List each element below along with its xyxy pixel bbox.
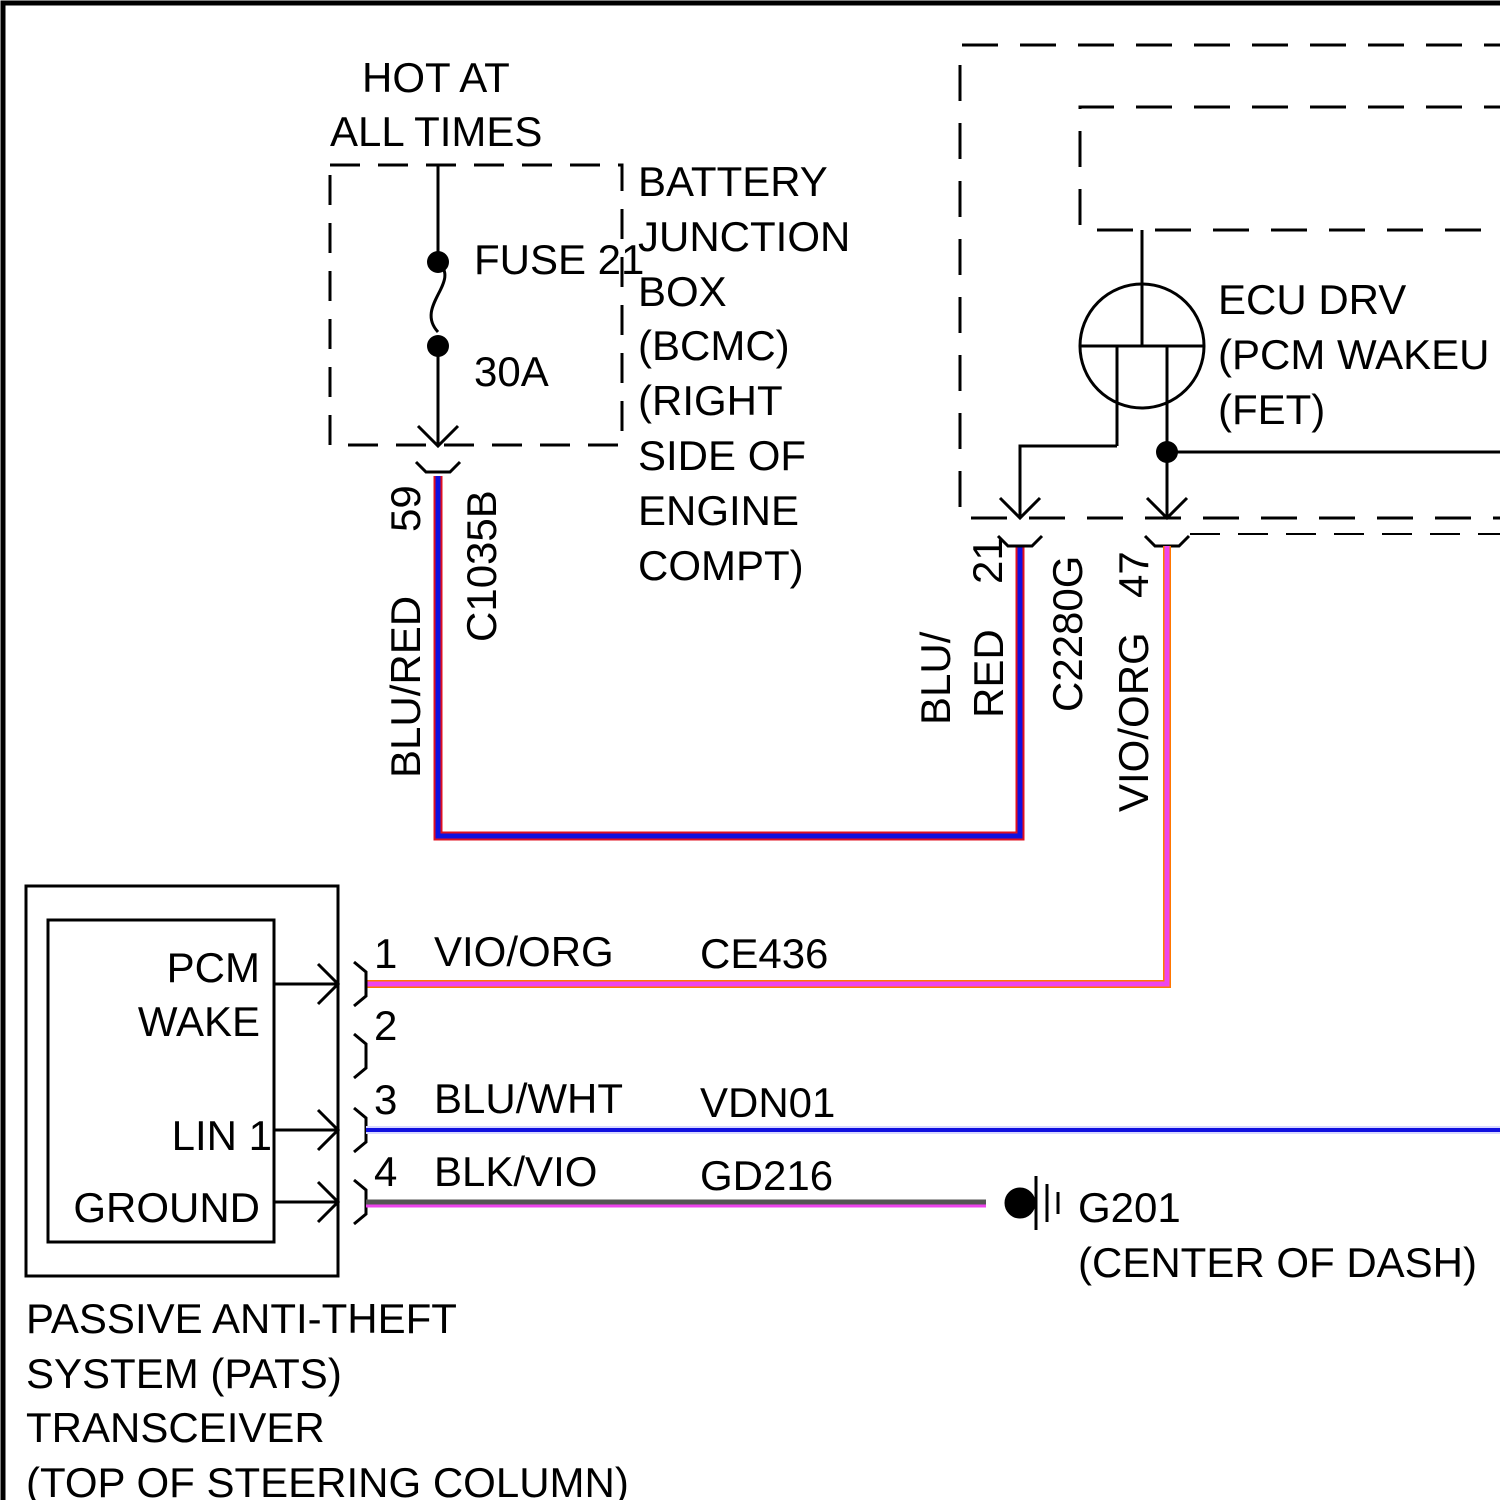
connector-c1035b-symbol xyxy=(416,462,460,472)
ground-location: (CENTER OF DASH) xyxy=(1078,1239,1477,1286)
lin1-label: LIN 1 xyxy=(172,1112,272,1159)
ground-g201: G201 xyxy=(1078,1184,1181,1231)
pin-1-circuit: CE436 xyxy=(700,930,828,977)
pcm-title: ECU DRV (PCM WAKEU (FET) xyxy=(1218,276,1489,433)
pin-2-number: 2 xyxy=(374,1002,397,1049)
wire-blk-vio xyxy=(366,1202,986,1206)
connector-c2280g-pin47-symbol xyxy=(1145,536,1189,546)
pcm-wake-label-line2: WAKE xyxy=(138,998,260,1045)
fuse-symbol xyxy=(418,165,458,446)
pcm-inner-outline xyxy=(1080,107,1500,230)
fuse-rating: 30A xyxy=(474,348,549,395)
junction-box-line: SIDE OF xyxy=(638,432,806,479)
ground-label: GROUND xyxy=(73,1184,260,1231)
pin-1-number: 1 xyxy=(374,930,397,977)
pin-3-wire-color: BLU/WHT xyxy=(434,1075,623,1122)
junction-box-line: (BCMC) xyxy=(638,322,790,369)
transceiver-caption-line: SYSTEM (PATS) xyxy=(26,1350,342,1397)
fuse-terminal-top xyxy=(427,251,449,273)
transceiver-connector-cavities xyxy=(354,962,366,1224)
junction-box-line: ENGINE xyxy=(638,487,799,534)
transceiver-caption-line: TRANSCEIVER xyxy=(26,1404,325,1451)
pin-21: 21 xyxy=(964,537,1011,584)
pcm-title-line: (PCM WAKEU xyxy=(1218,331,1489,378)
junction-box-line: COMPT) xyxy=(638,542,804,589)
junction-box-line: BATTERY xyxy=(638,158,828,205)
fuse-label: FUSE 21 xyxy=(474,236,644,283)
pin-3-circuit: VDN01 xyxy=(700,1079,835,1126)
fuse-terminal-bottom xyxy=(427,335,449,357)
connector-c2280g: C2280G xyxy=(1044,556,1091,712)
junction-box-line: (RIGHT xyxy=(638,377,783,424)
pcm-wake-label-line1: PCM xyxy=(167,944,260,991)
pin-47: 47 xyxy=(1110,551,1157,598)
pcm-title-line: ECU DRV xyxy=(1218,276,1406,323)
junction-box-name: BATTERY JUNCTION BOX (BCMC) (RIGHT SIDE … xyxy=(638,158,850,589)
pcm-title-line: (FET) xyxy=(1218,386,1325,433)
connector-c1035b: C1035B xyxy=(458,490,505,642)
wire-color-blu-red: BLU/RED xyxy=(382,596,429,778)
transceiver-caption-line: (TOP OF STEERING COLUMN) xyxy=(26,1459,629,1500)
all-times-label: ALL TIMES xyxy=(330,108,542,155)
pin-4-number: 4 xyxy=(374,1148,397,1195)
transceiver-caption: PASSIVE ANTI-THEFT SYSTEM (PATS) TRANSCE… xyxy=(26,1295,629,1500)
transceiver-pin-arrows xyxy=(274,964,338,1222)
junction-box-outline xyxy=(330,165,622,445)
fet-junction-dot xyxy=(1156,441,1178,463)
pin-4-circuit: GD216 xyxy=(700,1152,833,1199)
wire-color-vio-org: VIO/ORG xyxy=(1110,632,1157,812)
pin-4-wire-color: BLK/VIO xyxy=(434,1148,597,1195)
pin-59: 59 xyxy=(382,485,429,532)
transceiver-caption-line: PASSIVE ANTI-THEFT xyxy=(26,1295,457,1342)
pin-1-wire-color: VIO/ORG xyxy=(434,928,614,975)
junction-box-line: JUNCTION xyxy=(638,213,850,260)
wire-color-blu-slash: BLU/ xyxy=(912,631,959,725)
ground-symbol-icon xyxy=(1006,1176,1058,1230)
hot-at-label: HOT AT xyxy=(362,54,510,101)
junction-box-line: BOX xyxy=(638,268,727,315)
wire-color-red: RED xyxy=(965,629,1012,718)
pin-3-number: 3 xyxy=(374,1076,397,1123)
